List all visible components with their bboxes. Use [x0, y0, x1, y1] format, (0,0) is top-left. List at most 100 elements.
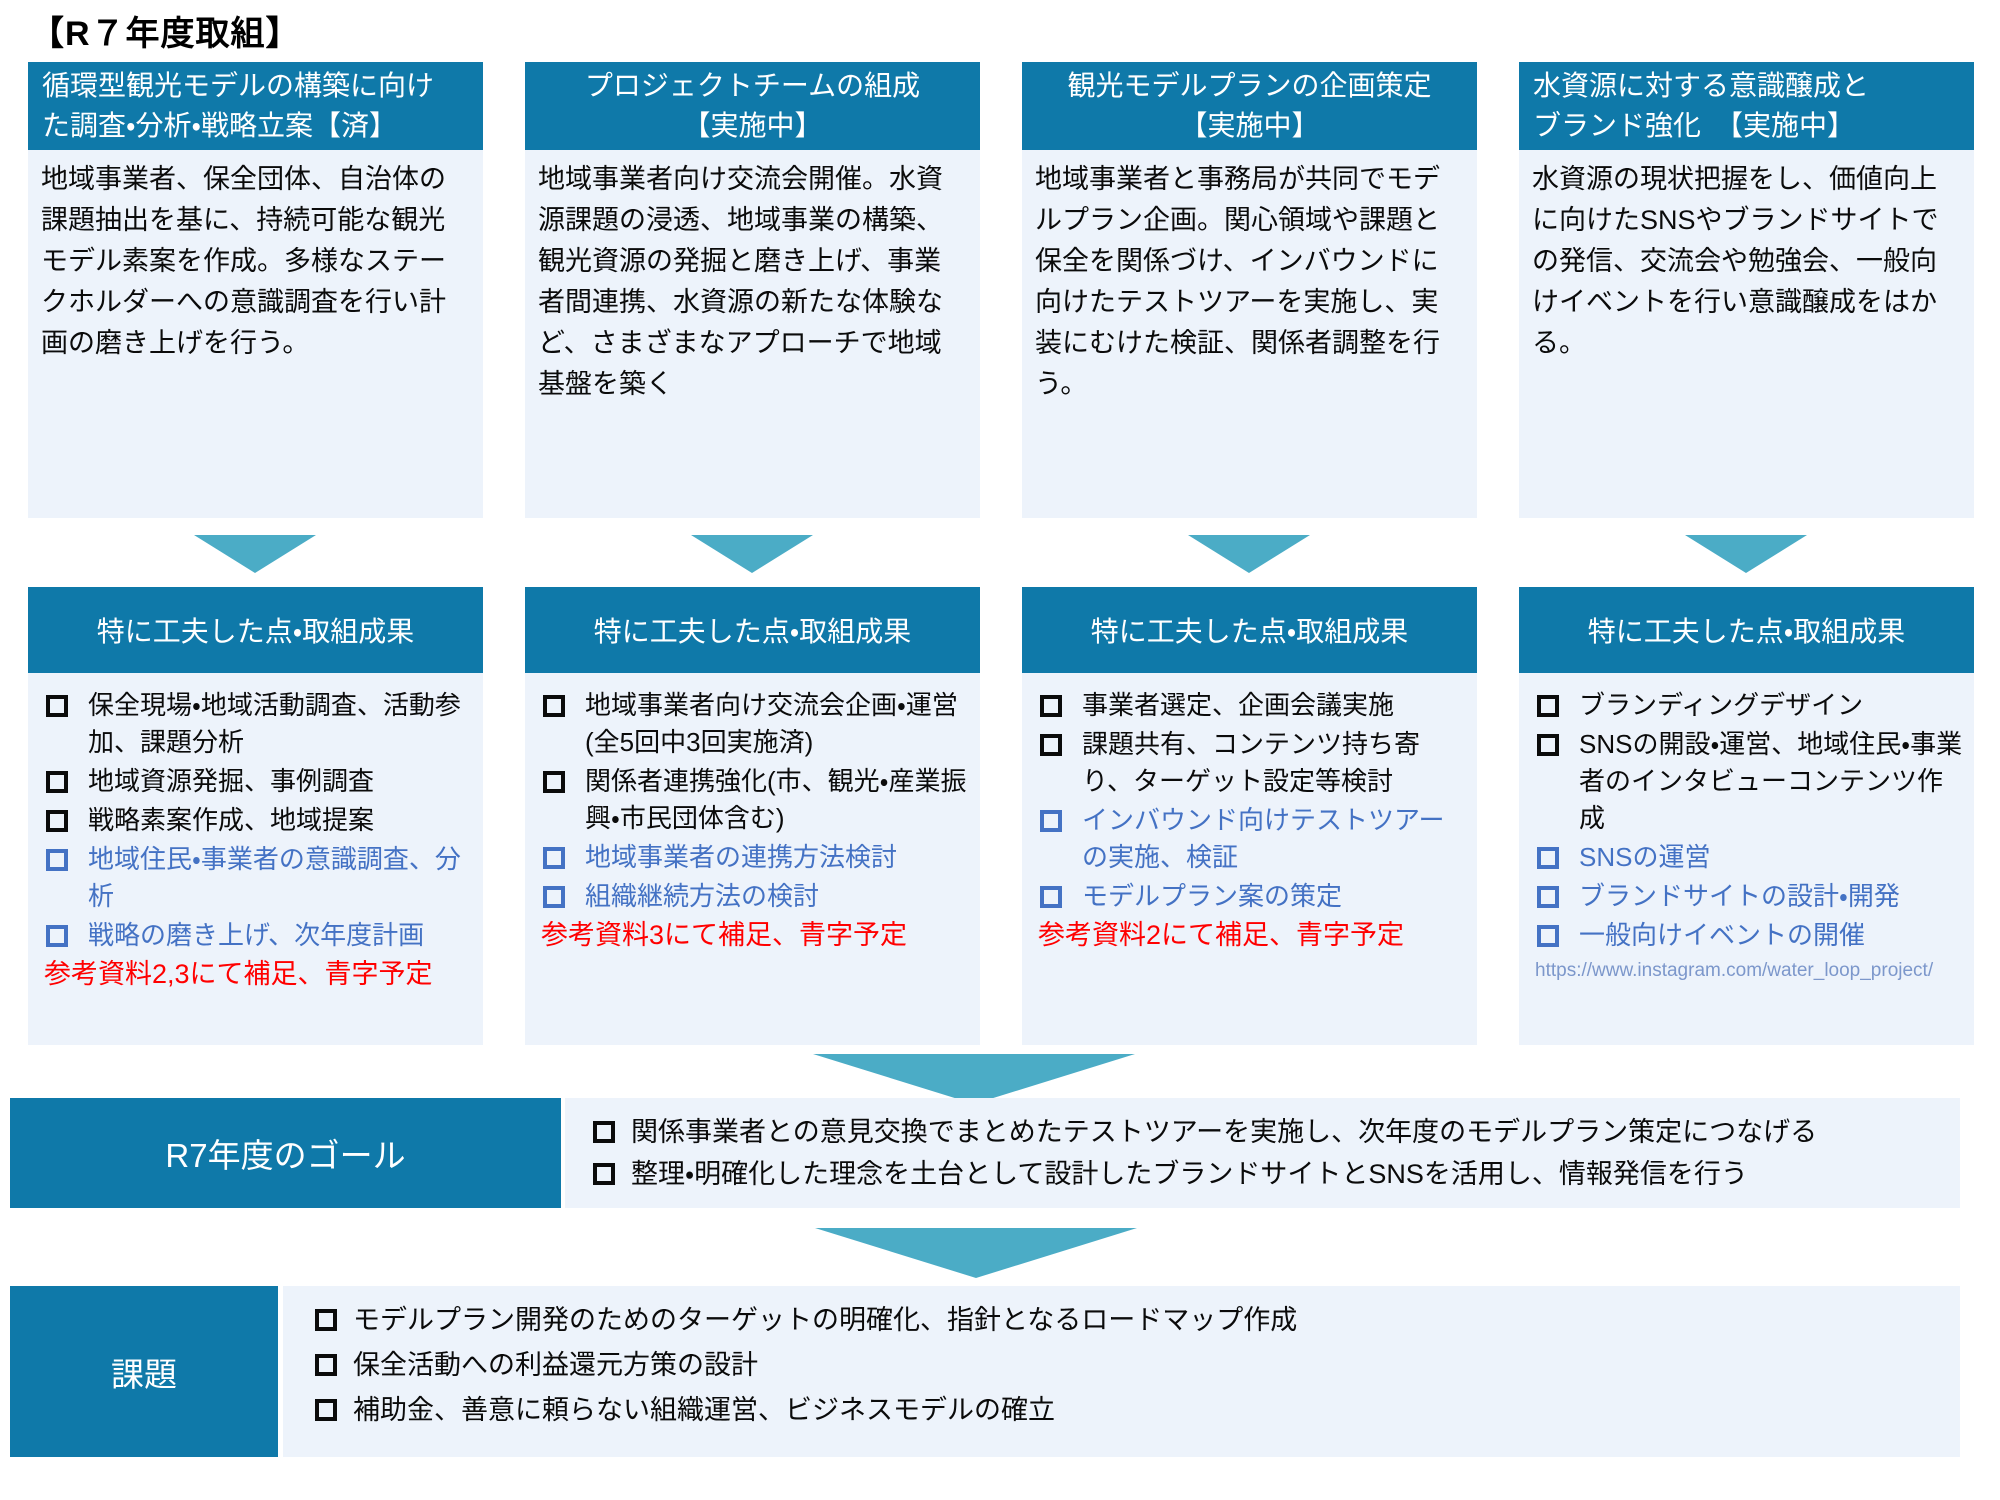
checkbox-icon: [315, 1354, 337, 1376]
check-list-item-text: 地域事業者の連携方法検討: [585, 842, 898, 872]
check-list-item-text: ブランディングデザイン: [1579, 690, 1864, 720]
checkbox-icon: [315, 1399, 337, 1421]
checkbox-icon: [1537, 695, 1559, 717]
reference-note: 参考資料3にて補足、青字予定: [541, 920, 908, 950]
results-header: 特に工夫した点・取組成果: [1519, 587, 1974, 673]
down-arrow-icon: [1188, 535, 1310, 573]
results-box: 保全現場・地域活動調査、活動参加、課題分析地域資源発掘、事例調査戦略素案作成、地…: [28, 673, 483, 1045]
page-title: 【R７年度取組】: [30, 15, 301, 53]
arrow-zone: [1519, 518, 1974, 587]
checkbox-icon: [593, 1121, 615, 1143]
check-list-item-text: 関係者連携強化(市、観光・産業振興・市民団体含む): [585, 766, 967, 833]
check-list-item-text: 事業者選定、企画会議実施: [1082, 690, 1395, 720]
issues-label: 課題: [10, 1286, 278, 1457]
check-list-item-text: SNSの運営: [1579, 842, 1711, 872]
check-list-item: 地域事業者の連携方法検討: [541, 839, 970, 876]
column-project-team: プロジェクトチームの組成 【実施中】 地域事業者向け交流会開催。水資源課題の浸透…: [525, 62, 980, 1045]
check-list-item-text: モデルプラン開発のためのターゲットの明確化、指針となるロードマップ作成: [353, 1305, 1298, 1335]
goal-label: R7年度のゴール: [10, 1098, 561, 1208]
issues-list: モデルプラン開発のためのターゲットの明確化、指針となるロードマップ作成保全活動へ…: [313, 1298, 1960, 1433]
results-header: 特に工夫した点・取組成果: [525, 587, 980, 673]
results-list: 事業者選定、企画会議実施課題共有、コンテンツ持ち寄り、ターゲット設定等検討インバ…: [1038, 687, 1467, 915]
check-list-item: SNSの運営: [1535, 839, 1964, 876]
check-list-item: 戦略素案作成、地域提案: [44, 802, 473, 839]
results-list: 保全現場・地域活動調査、活動参加、課題分析地域資源発掘、事例調査戦略素案作成、地…: [44, 687, 473, 954]
column-header: 水資源に対する意識醸成と ブランド強化 【実施中】: [1519, 62, 1974, 150]
check-list-item: モデルプラン案の策定: [1038, 878, 1467, 915]
goal-box: 関係事業者との意見交換でまとめたテストツアーを実施し、次年度のモデルプラン策定に…: [565, 1098, 1960, 1208]
reference-note: 参考資料2にて補足、青字予定: [1038, 920, 1405, 950]
checkbox-icon: [315, 1309, 337, 1331]
check-list-item-text: 一般向けイベントの開催: [1579, 920, 1866, 950]
check-list-item-text: 組織継続方法の検討: [585, 881, 820, 911]
check-list-item-text: インバウンド向けテストツアーの実施、検証: [1082, 805, 1445, 872]
checkbox-icon: [593, 1163, 615, 1185]
results-list: 地域事業者向け交流会企画・運営(全5回中3回実施済)関係者連携強化(市、観光・産…: [541, 687, 970, 915]
check-list-item: SNSの開設・運営、地域住民・事業者のインタビューコンテンツ作成: [1535, 726, 1964, 837]
check-list-item: 整理・明確化した理念を土台として設計したブランドサイトとSNSを活用し、情報発信…: [591, 1153, 1960, 1195]
checkbox-icon: [1537, 734, 1559, 756]
check-list-item-text: 関係事業者との意見交換でまとめたテストツアーを実施し、次年度のモデルプラン策定に…: [631, 1117, 1818, 1147]
column-header: 循環型観光モデルの構築に向け た調査・分析・戦略立案【済】: [28, 62, 483, 150]
results-list: ブランディングデザイン SNSの開設・運営、地域住民・事業者のインタビューコンテン…: [1535, 687, 1964, 954]
check-list-item: モデルプラン開発のためのターゲットの明確化、指針となるロードマップ作成: [313, 1298, 1960, 1343]
issues-box: モデルプラン開発のためのターゲットの明確化、指針となるロードマップ作成保全活動へ…: [283, 1286, 1960, 1457]
checkbox-icon: [1040, 810, 1062, 832]
arrow-zone: [525, 518, 980, 587]
check-list-item-text: 課題共有、コンテンツ持ち寄り、ターゲット設定等検討: [1082, 729, 1421, 796]
check-list-item: 補助金、善意に頼らない組織運営、ビジネスモデルの確立: [313, 1388, 1960, 1433]
check-list-item-text: 戦略の磨き上げ、次年度計画: [88, 920, 425, 950]
check-list-item: インバウンド向けテストツアーの実施、検証: [1038, 802, 1467, 876]
column-description: 地域事業者、保全団体、自治体の課題抽出を基に、持続可能な観光モデル素案を作成。多…: [28, 150, 483, 518]
check-list-item: 一般向けイベントの開催: [1535, 917, 1964, 954]
checkbox-icon: [543, 847, 565, 869]
column-survey-strategy: 循環型観光モデルの構築に向け た調査・分析・戦略立案【済】 地域事業者、保全団体…: [28, 62, 483, 1045]
results-header: 特に工夫した点・取組成果: [28, 587, 483, 673]
checkbox-icon: [1537, 886, 1559, 908]
check-list-item: 事業者選定、企画会議実施: [1038, 687, 1467, 724]
check-list-item-text: 保全現場・地域活動調査、活動参加、課題分析: [88, 690, 461, 757]
instagram-url-link[interactable]: https://www.instagram.com/water_loop_pro…: [1535, 960, 1934, 981]
checkbox-icon: [46, 925, 68, 947]
check-list-item: 組織継続方法の検討: [541, 878, 970, 915]
check-list-item: 関係者連携強化(市、観光・産業振興・市民団体含む): [541, 763, 970, 837]
check-list-item: 保全活動への利益還元方策の設計: [313, 1343, 1960, 1388]
check-list-item-text: ブランドサイトの設計・開発: [1579, 881, 1900, 911]
check-list-item-text: モデルプラン案の策定: [1082, 881, 1343, 911]
check-list-item-text: SNSの開設・運営、地域住民・事業者のインタビューコンテンツ作成: [1579, 729, 1963, 833]
arrow-zone: [1022, 518, 1477, 587]
down-arrow-icon: [815, 1228, 1137, 1278]
arrow-zone: [28, 518, 483, 587]
column-model-plan: 観光モデルプランの企画策定 【実施中】 地域事業者と事務局が共同でモデルプラン企…: [1022, 62, 1477, 1045]
checkbox-icon: [46, 771, 68, 793]
down-arrow-icon: [194, 535, 316, 573]
reference-note: 参考資料2,3にて補足、青字予定: [44, 959, 433, 989]
check-list-item: 課題共有、コンテンツ持ち寄り、ターゲット設定等検討: [1038, 726, 1467, 800]
checkbox-icon: [1040, 734, 1062, 756]
check-list-item-text: 地域資源発掘、事例調査: [88, 766, 375, 796]
column-header: 観光モデルプランの企画策定 【実施中】: [1022, 62, 1477, 150]
checkbox-icon: [543, 886, 565, 908]
results-box: ブランディングデザイン SNSの開設・運営、地域住民・事業者のインタビューコンテン…: [1519, 673, 1974, 1045]
down-arrow-icon: [1685, 535, 1807, 573]
checkbox-icon: [46, 849, 68, 871]
check-list-item: 地域事業者向け交流会企画・運営(全5回中3回実施済): [541, 687, 970, 761]
checkbox-icon: [1040, 695, 1062, 717]
goal-list: 関係事業者との意見交換でまとめたテストツアーを実施し、次年度のモデルプラン策定に…: [591, 1111, 1960, 1195]
checkbox-icon: [543, 771, 565, 793]
checkbox-icon: [1537, 925, 1559, 947]
check-list-item: ブランドサイトの設計・開発: [1535, 878, 1964, 915]
checkbox-icon: [1040, 886, 1062, 908]
check-list-item-text: 整理・明確化した理念を土台として設計したブランドサイトとSNSを活用し、情報発信…: [631, 1159, 1748, 1189]
column-description: 水資源の現状把握をし、価値向上に向けたSNSやブランドサイトでの発信、交流会や勉…: [1519, 150, 1974, 518]
column-awareness-brand: 水資源に対する意識醸成と ブランド強化 【実施中】 水資源の現状把握をし、価値向…: [1519, 62, 1974, 1045]
check-list-item: 地域資源発掘、事例調査: [44, 763, 473, 800]
check-list-item-text: 保全活動への利益還元方策の設計: [353, 1350, 758, 1380]
check-list-item-text: 地域住民・事業者の意識調査、分析: [88, 844, 461, 911]
check-list-item-text: 戦略素案作成、地域提案: [88, 805, 375, 835]
results-header: 特に工夫した点・取組成果: [1022, 587, 1477, 673]
down-arrow-icon: [813, 1054, 1135, 1104]
checkbox-icon: [543, 695, 565, 717]
down-arrow-icon: [691, 535, 813, 573]
